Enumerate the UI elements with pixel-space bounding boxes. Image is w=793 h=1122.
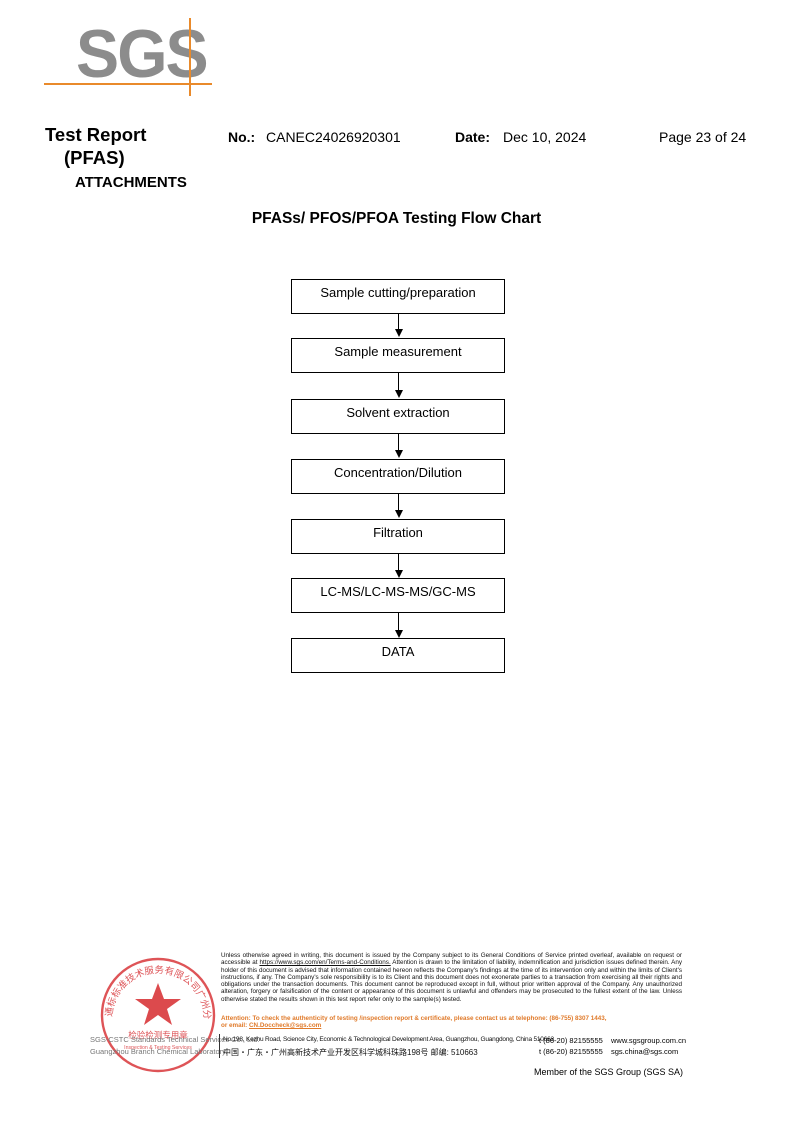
company-branch: Guangzhou Branch Chemical Laboratory. (90, 1047, 228, 1056)
flow-arrow-6 (394, 613, 403, 638)
address-chinese: 中国・广东・广州高新技术产业开发区科学城科珠路198号 邮编: 510663 (223, 1048, 478, 1057)
report-subtitle: (PFAS) (64, 147, 125, 168)
address-english: No.198, Kezhu Road, Science City, Econom… (223, 1036, 554, 1043)
logo-orange-vertical-line (189, 18, 191, 96)
page-number: Page 23 of 24 (659, 129, 747, 145)
company-seal-stamp: 通标标准技术服务有限公司广州分公司 检验检测专用章 Inspection & T… (96, 953, 216, 1073)
report-date: Dec 10, 2024 (503, 129, 587, 145)
flow-arrow-5 (394, 554, 403, 578)
flow-arrow-1 (394, 314, 403, 337)
contact-email-link[interactable]: sgs.china@sgs.com (611, 1047, 679, 1056)
doccheck-email-link[interactable]: CN.Doccheck@sgs.com (249, 1022, 322, 1030)
company-name: SGS-CSTC Standards Technical Services Co… (90, 1035, 260, 1044)
flow-step-6: LC-MS/LC-MS-MS/GC-MS (291, 578, 505, 613)
telephone-1: t (86-20) 82155555 (539, 1036, 603, 1045)
email-prefix: or email: (221, 1022, 248, 1030)
footer-divider (219, 1034, 220, 1058)
date-label: Date: (455, 129, 491, 145)
logo-orange-horizontal-line (44, 83, 212, 85)
seal-english-text: Inspection & Testing Services (124, 1045, 192, 1051)
report-title: Test Report (45, 124, 147, 145)
sgs-group-membership: Member of the SGS Group (SGS SA) (534, 1067, 684, 1077)
disclaimer-text-1: Unless otherwise agreed in writing, this… (221, 952, 682, 967)
telephone-2: t (86-20) 82155555 (539, 1047, 603, 1056)
flow-step-7: DATA (291, 638, 505, 673)
flow-step-3: Solvent extraction (291, 399, 505, 434)
sgs-logo: SGS (76, 16, 209, 92)
flow-arrow-4 (394, 494, 403, 518)
flow-arrow-2 (394, 373, 403, 398)
section-heading: ATTACHMENTS (75, 174, 187, 191)
flow-step-1: Sample cutting/preparation (291, 279, 505, 314)
terms-link[interactable]: https://www.sgs.com/en/Terms-and-Conditi… (259, 959, 391, 967)
website-link[interactable]: www.sgsgroup.com.cn (611, 1036, 687, 1045)
report-number: CANEC24026920301 (266, 129, 401, 145)
disclaimer-text-2: Attention is drawn to the limitation of … (221, 959, 683, 1003)
report-number-label: No.: (228, 129, 256, 145)
flow-chart-title: PFASs/ PFOS/PFOA Testing Flow Chart (251, 210, 542, 227)
authenticity-notice: Attention: To check the authenticity of … (221, 1015, 691, 1030)
flow-step-5: Filtration (291, 519, 505, 554)
flow-step-4: Concentration/Dilution (291, 459, 505, 494)
flow-step-2: Sample measurement (291, 338, 505, 373)
flow-arrow-3 (394, 434, 403, 458)
seal-middle-text: 检验检测专用章 (128, 1030, 188, 1041)
seal-star-icon (135, 983, 181, 1025)
authenticity-attention: Attention: To check the authenticity of … (221, 1015, 607, 1022)
terms-disclaimer: Unless otherwise agreed in writing, this… (221, 952, 682, 1003)
